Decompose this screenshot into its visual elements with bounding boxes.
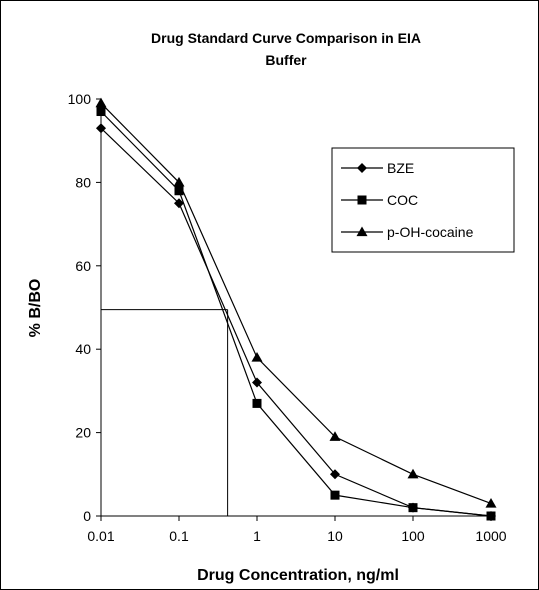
legend-label: COC [387,192,418,208]
legend-entry: COC [341,192,418,208]
data-point-diamond [252,377,262,388]
y-axis-label: % B/BO [27,279,44,338]
x-tick-label: 1 [253,528,261,544]
x-tick-label: 1000 [475,528,506,544]
series-coc [96,107,496,521]
data-point-square [252,398,262,408]
data-point-square [96,107,106,117]
series-line [100,102,492,505]
x-axis-label: Drug Concentration, ng/ml [197,567,399,584]
x-tick-label: 0.1 [169,528,189,544]
legend: BZE COC p-OH-cocaine [331,147,515,253]
data-point-diamond [330,469,340,480]
data-point-triangle [407,468,419,479]
legend-label: p-OH-cocaine [387,224,474,240]
y-tick-label: 60 [75,258,91,274]
legend-label: BZE [387,160,414,176]
data-point-triangle [329,431,341,441]
reference-lines [101,309,229,516]
data-point-triangle [173,176,185,187]
chart-title-line1: Drug Standard Curve Comparison in EIA [151,30,421,46]
legend-entry: BZE [341,160,414,176]
y-tick-label: 0 [83,508,91,524]
data-point-square [174,186,184,196]
series-line [100,111,492,517]
data-point-diamond [96,123,106,134]
data-point-square [357,195,367,205]
x-tick-label: 10 [327,528,343,544]
data-point-square [330,490,340,500]
chart-title-line2: Buffer [265,52,307,68]
data-point-triangle [251,352,263,362]
y-tick-label: 40 [75,341,91,357]
data-point-square [408,503,418,513]
series-p-oh-cocaine [95,97,497,508]
data-point-diamond [174,198,184,209]
y-tick-label: 80 [75,174,91,190]
data-point-square [486,511,496,521]
data-point-triangle [95,97,107,108]
data-point-diamond [357,163,367,173]
x-tick-label: 0.01 [87,528,114,544]
y-tick-label: 20 [75,425,91,441]
x-tick-label: 100 [401,528,425,544]
series-layer [95,97,497,521]
data-point-triangle [485,497,497,508]
legend-entry: p-OH-cocaine [341,224,474,240]
axes: 0 20 40 60 80 100 0.01 0.1 1 10 100 1000 [68,91,507,544]
y-tick-label: 100 [68,91,92,107]
data-point-triangle [356,226,368,237]
